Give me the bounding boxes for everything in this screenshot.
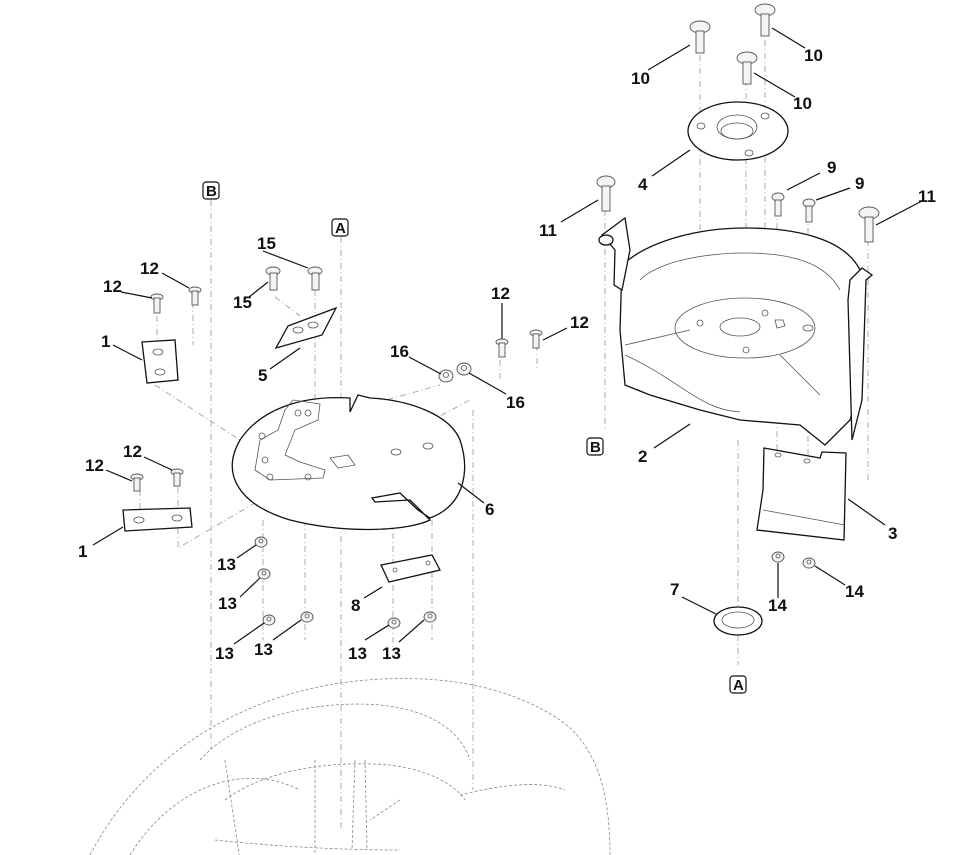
reference-a-top: A	[331, 218, 349, 237]
screw-12	[130, 473, 144, 492]
callout-10: 10	[631, 69, 650, 88]
reference-b-top: B	[202, 181, 220, 200]
callout-12: 12	[140, 259, 159, 278]
part-5-plate	[274, 306, 338, 350]
screw-15	[265, 266, 281, 291]
screw-10	[689, 20, 711, 54]
screws-9-10-11	[596, 3, 880, 243]
callout-15: 15	[233, 293, 252, 312]
callout-13: 13	[382, 644, 401, 663]
nut-14	[771, 551, 785, 563]
screw-12	[150, 293, 164, 314]
nut-13	[300, 611, 314, 623]
svg-text:A: A	[733, 677, 744, 694]
callout-12: 12	[491, 284, 510, 303]
callout-14: 14	[768, 596, 787, 615]
callout-12: 12	[103, 277, 122, 296]
callout-11: 11	[539, 221, 557, 240]
screw-12	[495, 338, 509, 358]
screw-9	[771, 192, 785, 217]
callout-labels: 1 1 2 3 4 5 6 7 8 9 9 10 10 10 11 11 12 …	[78, 46, 936, 663]
nuts-13-16	[254, 362, 816, 629]
reference-b-right: B	[586, 437, 604, 456]
callout-12: 12	[85, 456, 104, 475]
callout-8: 8	[351, 596, 360, 615]
nut-13	[423, 611, 437, 623]
svg-text:B: B	[206, 183, 217, 200]
callout-9: 9	[827, 158, 836, 177]
screw-10	[736, 51, 758, 85]
callout-13: 13	[348, 644, 367, 663]
screw-12	[170, 468, 184, 487]
callout-14: 14	[845, 582, 864, 601]
callout-3: 3	[888, 524, 897, 543]
screw-11	[858, 206, 880, 243]
part-6-plate	[231, 394, 466, 531]
screw-9	[802, 198, 816, 223]
callout-4: 4	[638, 175, 648, 194]
callout-12: 12	[570, 313, 589, 332]
nut-13	[257, 568, 271, 580]
nut-16	[438, 369, 454, 383]
screws-12-15	[130, 266, 543, 492]
nut-13	[262, 614, 276, 626]
reference-a-bottom: A	[729, 675, 747, 694]
callout-11: 11	[918, 187, 936, 206]
callout-13: 13	[218, 594, 237, 613]
reference-markers: B A B A	[202, 181, 747, 694]
callout-6: 6	[485, 500, 494, 519]
part-1-bracket-bottom	[122, 507, 193, 532]
nut-16	[456, 362, 472, 376]
part-1-bracket-top	[141, 339, 179, 384]
svg-text:A: A	[335, 220, 346, 237]
svg-text:B: B	[590, 439, 601, 456]
screw-12	[529, 329, 543, 349]
callout-16: 16	[390, 342, 409, 361]
callout-12: 12	[123, 442, 142, 461]
callout-13: 13	[254, 640, 273, 659]
callout-10: 10	[793, 94, 812, 113]
callout-10: 10	[804, 46, 823, 65]
part-8-plate	[380, 554, 441, 583]
part-7-ring	[713, 606, 763, 636]
screw-11	[596, 175, 616, 212]
callout-16: 16	[506, 393, 525, 412]
part-4-flange	[687, 101, 789, 161]
callout-5: 5	[258, 366, 267, 385]
screw-15	[307, 266, 323, 291]
screw-10	[754, 3, 776, 37]
part-3-guard	[756, 447, 847, 541]
callout-13: 13	[215, 644, 234, 663]
screw-12	[188, 286, 202, 306]
callout-1: 1	[101, 332, 110, 351]
callout-13: 13	[217, 555, 236, 574]
part-2-fan-housing	[598, 216, 874, 446]
callout-7: 7	[670, 580, 679, 599]
nut-13	[254, 536, 268, 548]
nut-14	[802, 557, 816, 569]
callout-15: 15	[257, 234, 276, 253]
callout-1: 1	[78, 542, 87, 561]
nut-13	[387, 617, 401, 629]
engine-housing-ghost	[89, 678, 611, 855]
callout-2: 2	[638, 447, 647, 466]
callout-9: 9	[855, 174, 864, 193]
leader-lines	[92, 27, 923, 645]
